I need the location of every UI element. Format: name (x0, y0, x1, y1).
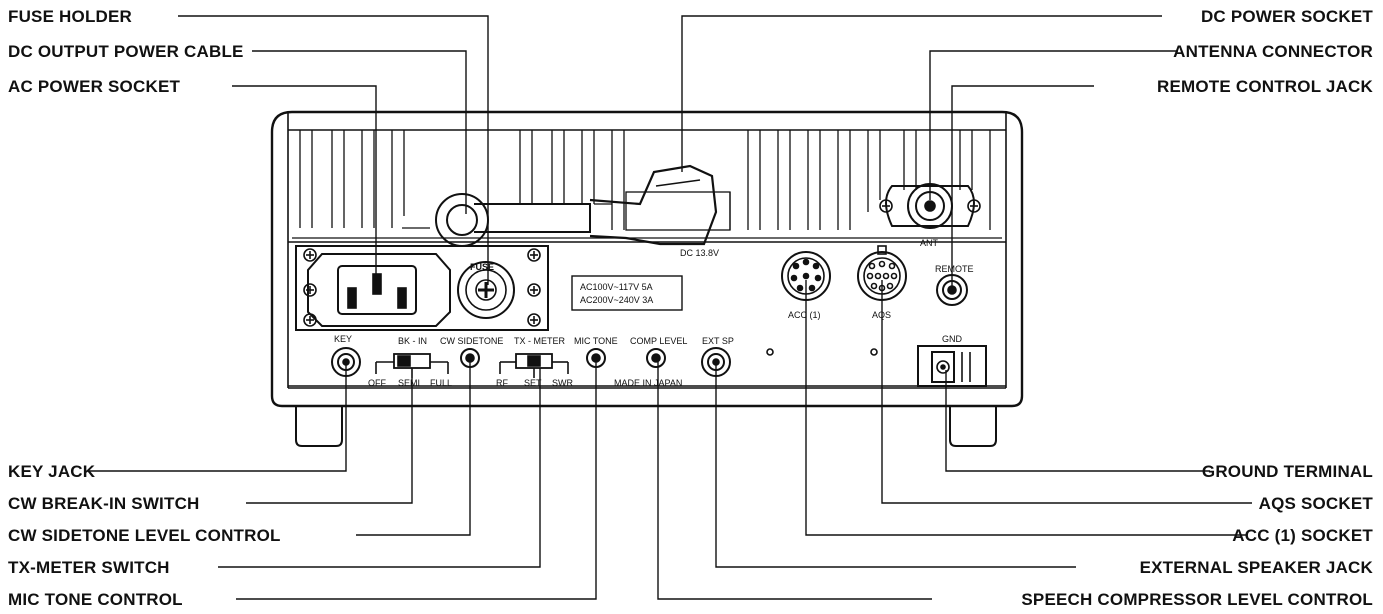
cw-break-in-switch (375, 353, 449, 378)
tx-meter-switch (499, 353, 569, 378)
chassis (270, 110, 1024, 408)
label-ground-terminal: GROUND TERMINAL (1201, 462, 1373, 481)
lower-panel (288, 241, 1006, 387)
ac-rating-line1: AC100V~117V 5A (580, 282, 653, 292)
dc-voltage-text: DC 13.8V (680, 248, 719, 258)
ac-rating-line2: AC200V~240V 3A (580, 295, 653, 305)
label-remote-control-jack: REMOTE CONTROL JACK (1157, 77, 1373, 96)
tx-meter-text: TX - METER (514, 336, 565, 346)
ext-sp-text: EXT SP (702, 336, 734, 346)
fuse-text: FUSE (470, 262, 494, 272)
ac-power-socket (295, 245, 549, 331)
label-cw-sidetone-level-control: CW SIDETONE LEVEL CONTROL (8, 526, 281, 545)
comp-level-text: COMP LEVEL (630, 336, 687, 346)
txm-swr-text: SWR (552, 378, 573, 388)
label-tx-meter-switch: TX-METER SWITCH (8, 558, 170, 577)
txm-rf-text: RF (496, 378, 508, 388)
label-ac-power-socket: AC POWER SOCKET (8, 77, 181, 96)
screw-hole-1 (766, 348, 774, 356)
cw-sidetone-text: CW SIDETONE (440, 336, 503, 346)
label-speech-compressor-level-control: SPEECH COMPRESSOR LEVEL CONTROL (1021, 590, 1373, 609)
ant-text: ANT (920, 238, 939, 248)
label-cw-break-in-switch: CW BREAK-IN SWITCH (8, 494, 200, 513)
made-in-japan-text: MADE IN JAPAN (614, 378, 682, 388)
ac-rating-box (571, 275, 683, 311)
gnd-text: GND (942, 334, 963, 344)
screw-hole-2 (870, 348, 878, 356)
label-antenna-connector: ANTENNA CONNECTOR (1173, 42, 1373, 61)
bk-full-text: FULL (430, 378, 452, 388)
acc1-text: ACC (1) (788, 310, 821, 320)
key-text: KEY (334, 334, 352, 344)
bk-in-text: BK - IN (398, 336, 427, 346)
label-fuse-holder: FUSE HOLDER (8, 7, 133, 26)
bk-semi-text: SEMI (398, 378, 420, 388)
label-acc1-socket: ACC (1) SOCKET (1232, 526, 1373, 545)
bk-off-text: OFF (368, 378, 386, 388)
label-external-speaker-jack: EXTERNAL SPEAKER JACK (1139, 558, 1373, 577)
ground-terminal (917, 345, 987, 387)
comp-level-control (646, 348, 666, 368)
dc-output-power-cable (435, 164, 718, 247)
label-dc-power-socket: DC POWER SOCKET (1200, 7, 1373, 26)
heat-sink (292, 130, 1002, 239)
label-key-jack: KEY JACK (8, 462, 96, 481)
leader-lines (88, 15, 1252, 600)
feet (295, 406, 997, 447)
txm-set-text: SET (524, 378, 542, 388)
label-mic-tone-control: MIC TONE CONTROL (8, 590, 183, 609)
label-aqs-socket: AQS SOCKET (1258, 494, 1373, 513)
mic-tone-text: MIC TONE (574, 336, 618, 346)
remote-text: REMOTE (935, 264, 974, 274)
label-dc-output-power-cable: DC OUTPUT POWER CABLE (8, 42, 244, 61)
fuse-holder (457, 261, 515, 319)
